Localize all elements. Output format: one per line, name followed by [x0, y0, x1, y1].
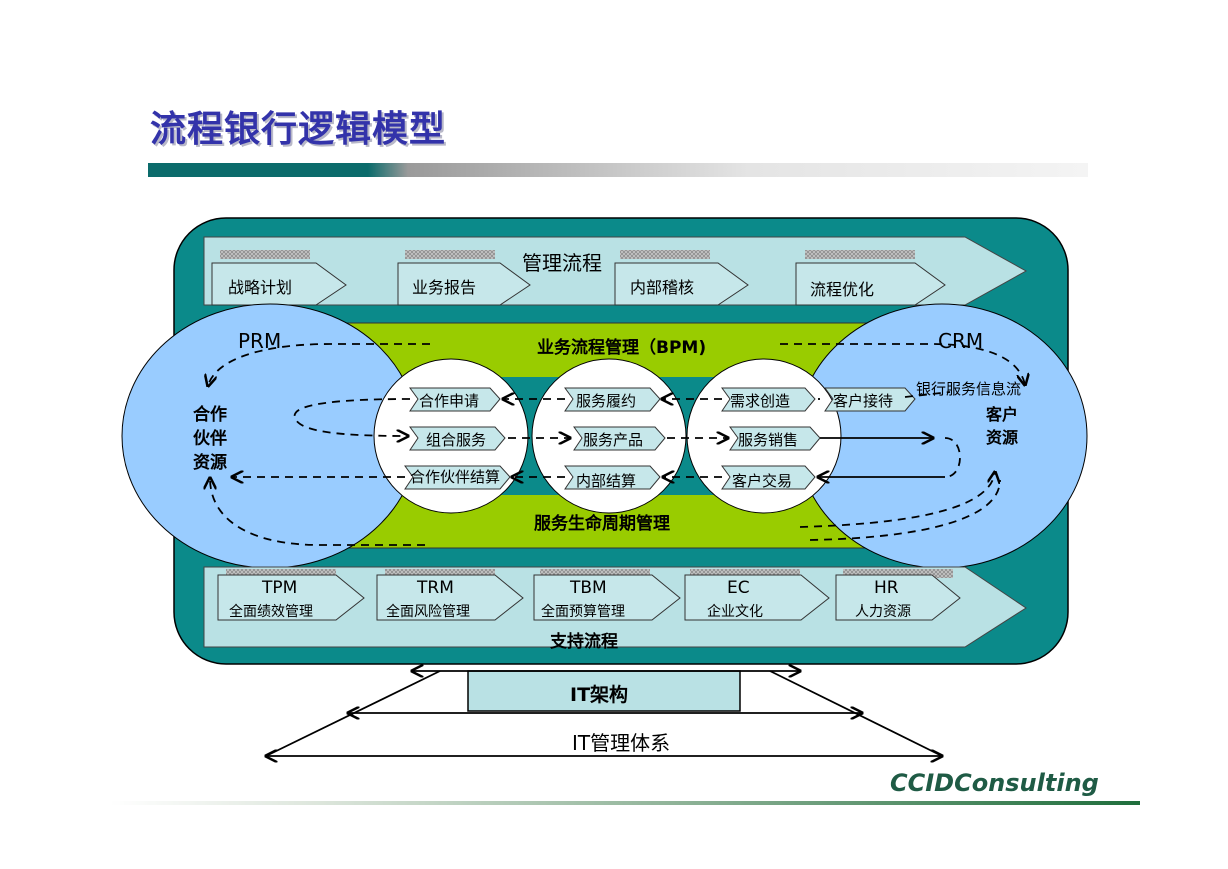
arrow-crm-bottom-1 [799, 472, 995, 528]
crm-label: CRM [938, 329, 984, 353]
process-product: 服务产品 [583, 431, 644, 449]
support-hr-code: HR [874, 578, 899, 598]
process-reception: 客户接待 [833, 392, 894, 410]
support-tbm-code: TBM [570, 578, 607, 598]
process-partner-settle: 合作伙伴结算 [410, 468, 501, 486]
chevron-trm [376, 574, 524, 621]
prm-resource-line-3: 资源 [193, 453, 227, 473]
process-sales: 服务销售 [738, 431, 799, 449]
support-tpm-name: 全面绩效管理 [229, 604, 313, 620]
crm-resource-line-1: 客户 [986, 405, 1019, 424]
process-demand: 需求创造 [730, 392, 791, 410]
process-transaction: 客户交易 [732, 472, 793, 490]
chevron-ec [684, 574, 830, 621]
crm-info-flow-label: 银行服务信息流 [916, 380, 1022, 398]
page-title: 流程银行逻辑模型 [150, 108, 447, 150]
support-trm-code: TRM [417, 578, 454, 598]
chevron-reception [824, 387, 916, 412]
lifecycle-label: 服务生命周期管理 [534, 514, 670, 534]
chevron-sales [729, 426, 821, 451]
chevron-optimize [795, 262, 946, 306]
crm-resource-line-2: 资源 [986, 428, 1019, 447]
chevron-hr [835, 574, 961, 621]
support-ec-name: 企业文化 [707, 604, 763, 620]
arrow-crm-bottom-2 [809, 479, 1001, 541]
chevron-fulfill [564, 387, 661, 412]
prm-label: PRM [238, 329, 282, 353]
chevron-coop-apply [409, 387, 501, 412]
it-architecture-label: IT架构 [570, 684, 629, 706]
management-chevrons [211, 250, 946, 306]
chevron-transaction [721, 465, 816, 490]
prm-resource-line-1: 合作 [193, 405, 227, 425]
process-combine-service: 组合服务 [426, 431, 487, 449]
chevron-internal-settle [564, 465, 661, 490]
arrow-crm-top [780, 343, 1025, 385]
chevron-demand [721, 387, 816, 412]
chevron-audit [614, 262, 749, 306]
bpm-label: 业务流程管理（BPM) [537, 338, 707, 358]
it-management-label: IT管理体系 [572, 731, 671, 755]
arrow-crm-loop [944, 437, 961, 478]
it-architecture-box [467, 670, 741, 712]
chevron-tbm [533, 574, 681, 621]
chevron-strategy [211, 262, 347, 306]
chevron-partner-settle [404, 465, 511, 490]
support-tbm-name: 全面预算管理 [541, 604, 625, 620]
mgmt-item-optimize: 流程优化 [810, 280, 875, 299]
process-coop-apply: 合作申请 [419, 392, 480, 410]
footer-divider [110, 801, 1140, 805]
chevron-product [573, 426, 666, 451]
management-flow-label: 管理流程 [522, 251, 602, 275]
mgmt-item-audit: 内部稽核 [630, 278, 695, 297]
support-flow-label: 支持流程 [550, 632, 618, 652]
support-chevrons [217, 569, 961, 621]
support-tpm-code: TPM [262, 578, 298, 598]
mgmt-item-report: 业务报告 [412, 278, 477, 297]
prm-resource-line-2: 伙伴 [193, 429, 227, 449]
arrow-prm-bottom [210, 478, 425, 546]
support-ec-code: EC [727, 578, 750, 598]
arrow-prm-top [208, 343, 430, 386]
arrow-info-flow [904, 391, 951, 398]
process-fulfill: 服务履约 [576, 392, 637, 410]
chevron-tpm [217, 574, 365, 621]
chevron-combine-service [409, 426, 506, 451]
chevron-report [397, 262, 531, 306]
support-trm-name: 全面风险管理 [386, 604, 470, 620]
ccid-consulting-logo: CCIDConsulting [890, 769, 1099, 797]
support-hr-name: 人力资源 [855, 604, 911, 620]
arrow-apply-loop [293, 398, 411, 436]
process-internal-settle: 内部结算 [576, 472, 637, 490]
mgmt-item-strategy: 战略计划 [228, 278, 293, 297]
title-underline-bar [148, 163, 1088, 177]
